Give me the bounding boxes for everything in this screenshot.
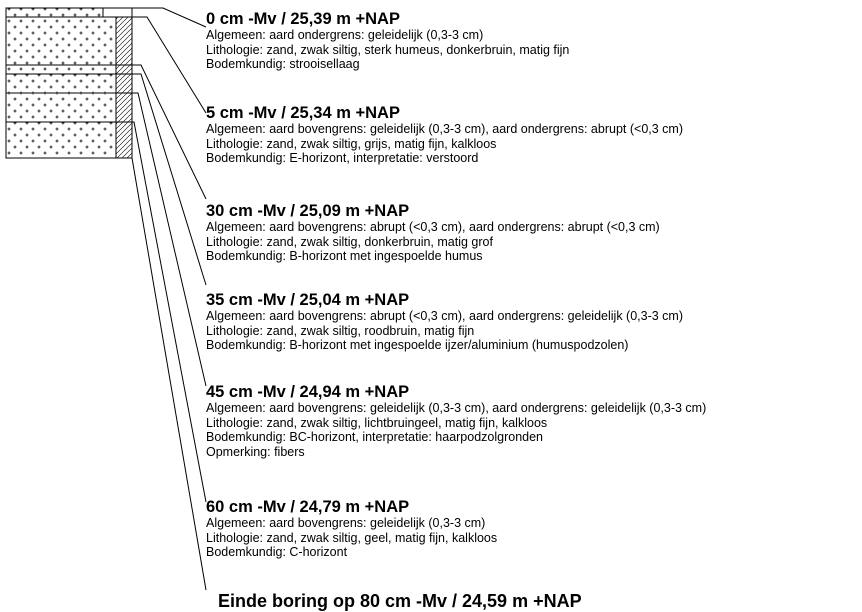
layer-soil-line: Bodemkundig: E-horizont, interpretatie: … (206, 151, 479, 166)
layer-general-line: Algemeen: aard bovengrens: geleidelijk (… (206, 516, 486, 530)
layer-description-1: 5 cm -Mv / 25,34 m +NAP Algemeen: aard b… (206, 104, 862, 166)
layer-soil-line: Bodemkundig: B-horizont met ingespoelde … (206, 338, 629, 353)
layer-description-0: 0 cm -Mv / 25,39 m +NAP Algemeen: aard o… (206, 10, 862, 72)
end-of-boring-label: Einde boring op 80 cm -Mv / 24,59 m +NAP (218, 591, 582, 611)
layer-boundaries (6, 16, 132, 123)
layer-depth-heading: 60 cm -Mv / 24,79 m +NAP (206, 498, 410, 516)
layer-description-2: 30 cm -Mv / 25,09 m +NAP Algemeen: aard … (206, 202, 862, 264)
layer-general-line: Algemeen: aard bovengrens: geleidelijk (… (206, 122, 683, 136)
layer-lithology-line: Lithologie: zand, zwak siltig, sterk hum… (206, 42, 570, 57)
layer-soil-line: Bodemkundig: B-horizont met ingespoelde … (206, 249, 483, 264)
layer-lithology-line: Lithologie: zand, zwak siltig, donkerbru… (206, 234, 493, 249)
layer-lithology-line: Lithologie: zand, zwak siltig, roodbruin… (206, 323, 475, 338)
layer-lithology-line: Lithologie: zand, zwak siltig, geel, mat… (206, 530, 498, 545)
layer-depth-heading: 35 cm -Mv / 25,04 m +NAP (206, 291, 410, 309)
layer-soil-line: Bodemkundig: strooisellaag (206, 57, 360, 72)
layer-lithology-line: Lithologie: zand, zwak siltig, lichtbrui… (206, 415, 548, 430)
layer-general-line: Algemeen: aard bovengrens: abrupt (<0,3 … (206, 309, 683, 323)
layer-depth-heading: 30 cm -Mv / 25,09 m +NAP (206, 202, 410, 220)
layer-soil-line: Bodemkundig: C-horizont (206, 545, 348, 560)
layer-lithology-line: Lithologie: zand, zwak siltig, grijs, ma… (206, 136, 497, 151)
layer-remark-line: Opmerking: fibers (206, 444, 305, 459)
layer-description-3: 35 cm -Mv / 25,04 m +NAP Algemeen: aard … (206, 291, 862, 353)
layer-depth-heading: 45 cm -Mv / 24,94 m +NAP (206, 383, 410, 401)
layer-general-line: Algemeen: aard bovengrens: abrupt (<0,3 … (206, 220, 660, 234)
leader-lines (131, 7, 207, 591)
layer-depth-heading: 5 cm -Mv / 25,34 m +NAP (206, 104, 400, 122)
borehole-column (5, 7, 133, 159)
layer-general-line: Algemeen: aard ondergrens: geleidelijk (… (206, 28, 484, 42)
layer-description-5: 60 cm -Mv / 24,79 m +NAP Algemeen: aard … (206, 498, 862, 560)
top-layer-cap (102, 7, 133, 18)
layer-soil-line: Bodemkundig: BC-horizont, interpretatie:… (206, 430, 544, 445)
layer-description-4: 45 cm -Mv / 24,94 m +NAP Algemeen: aard … (206, 383, 862, 459)
layer-depth-heading: 0 cm -Mv / 25,39 m +NAP (206, 10, 400, 28)
layer-general-line: Algemeen: aard bovengrens: geleidelijk (… (206, 401, 707, 415)
